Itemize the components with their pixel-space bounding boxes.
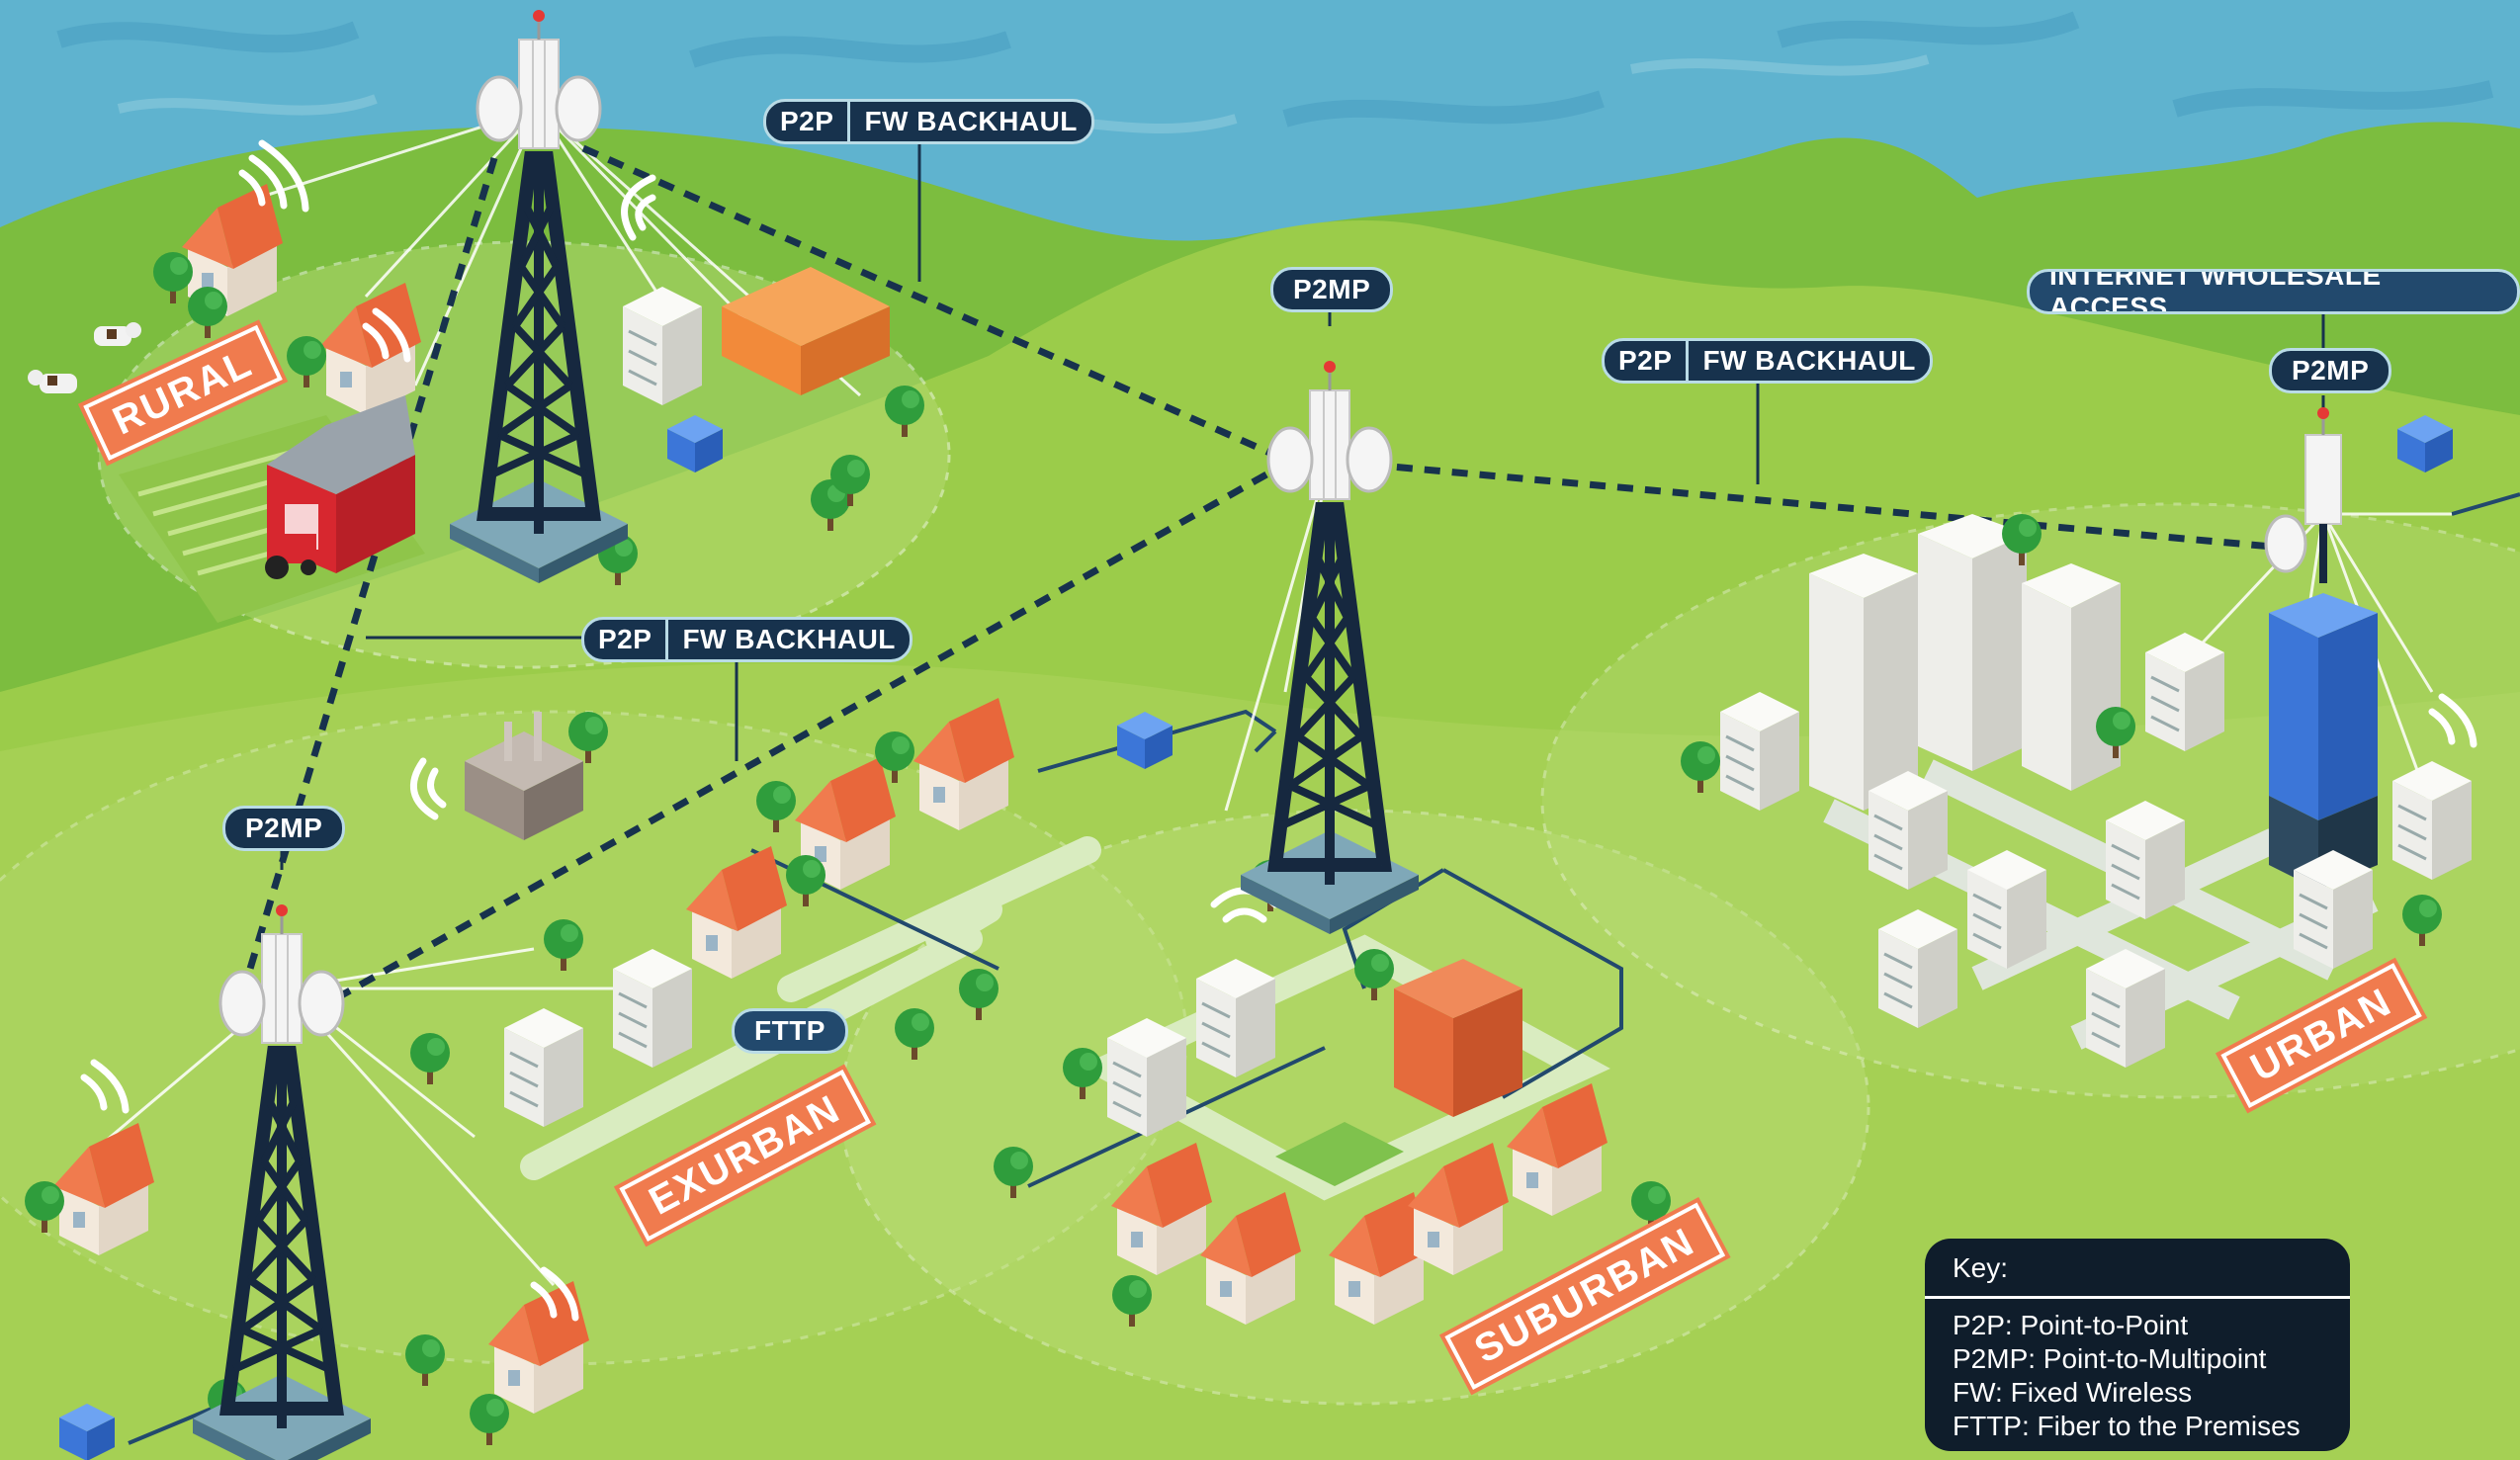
label-p2p-backhaul-mid: P2P FW BACKHAUL <box>581 617 912 662</box>
label-internet-wholesale-access: INTERNET WHOLESALE ACCESS <box>2027 269 2520 314</box>
label-p2mp-center: P2MP <box>1270 267 1394 312</box>
label-p2p: P2P <box>598 624 652 654</box>
label-p2p-backhaul-top: P2P FW BACKHAUL <box>763 99 1094 144</box>
key-item-p2p: P2P: Point-to-Point <box>1953 1310 2189 1340</box>
label-fw-backhaul: FW BACKHAUL <box>847 102 1090 141</box>
label-p2mp-right: P2MP <box>2269 348 2392 393</box>
label-p2p-backhaul-right: P2P FW BACKHAUL <box>1602 338 1933 384</box>
key-item-fttp: FTTP: Fiber to the Premises <box>1953 1411 2301 1441</box>
label-p2p: P2P <box>1618 345 1673 376</box>
key-item-fw: FW: Fixed Wireless <box>1953 1377 2193 1408</box>
label-fttp: FTTP <box>732 1008 848 1054</box>
key-title: Key: <box>1925 1239 2350 1299</box>
key-legend: Key: P2P: Point-to-Point P2MP: Point-to-… <box>1925 1239 2350 1451</box>
label-p2mp-left: P2MP <box>222 806 346 851</box>
label-fw-backhaul: FW BACKHAUL <box>1686 341 1929 381</box>
label-p2p: P2P <box>780 106 834 136</box>
key-item-p2mp: P2MP: Point-to-Multipoint <box>1953 1343 2267 1374</box>
label-fw-backhaul: FW BACKHAUL <box>665 620 909 659</box>
